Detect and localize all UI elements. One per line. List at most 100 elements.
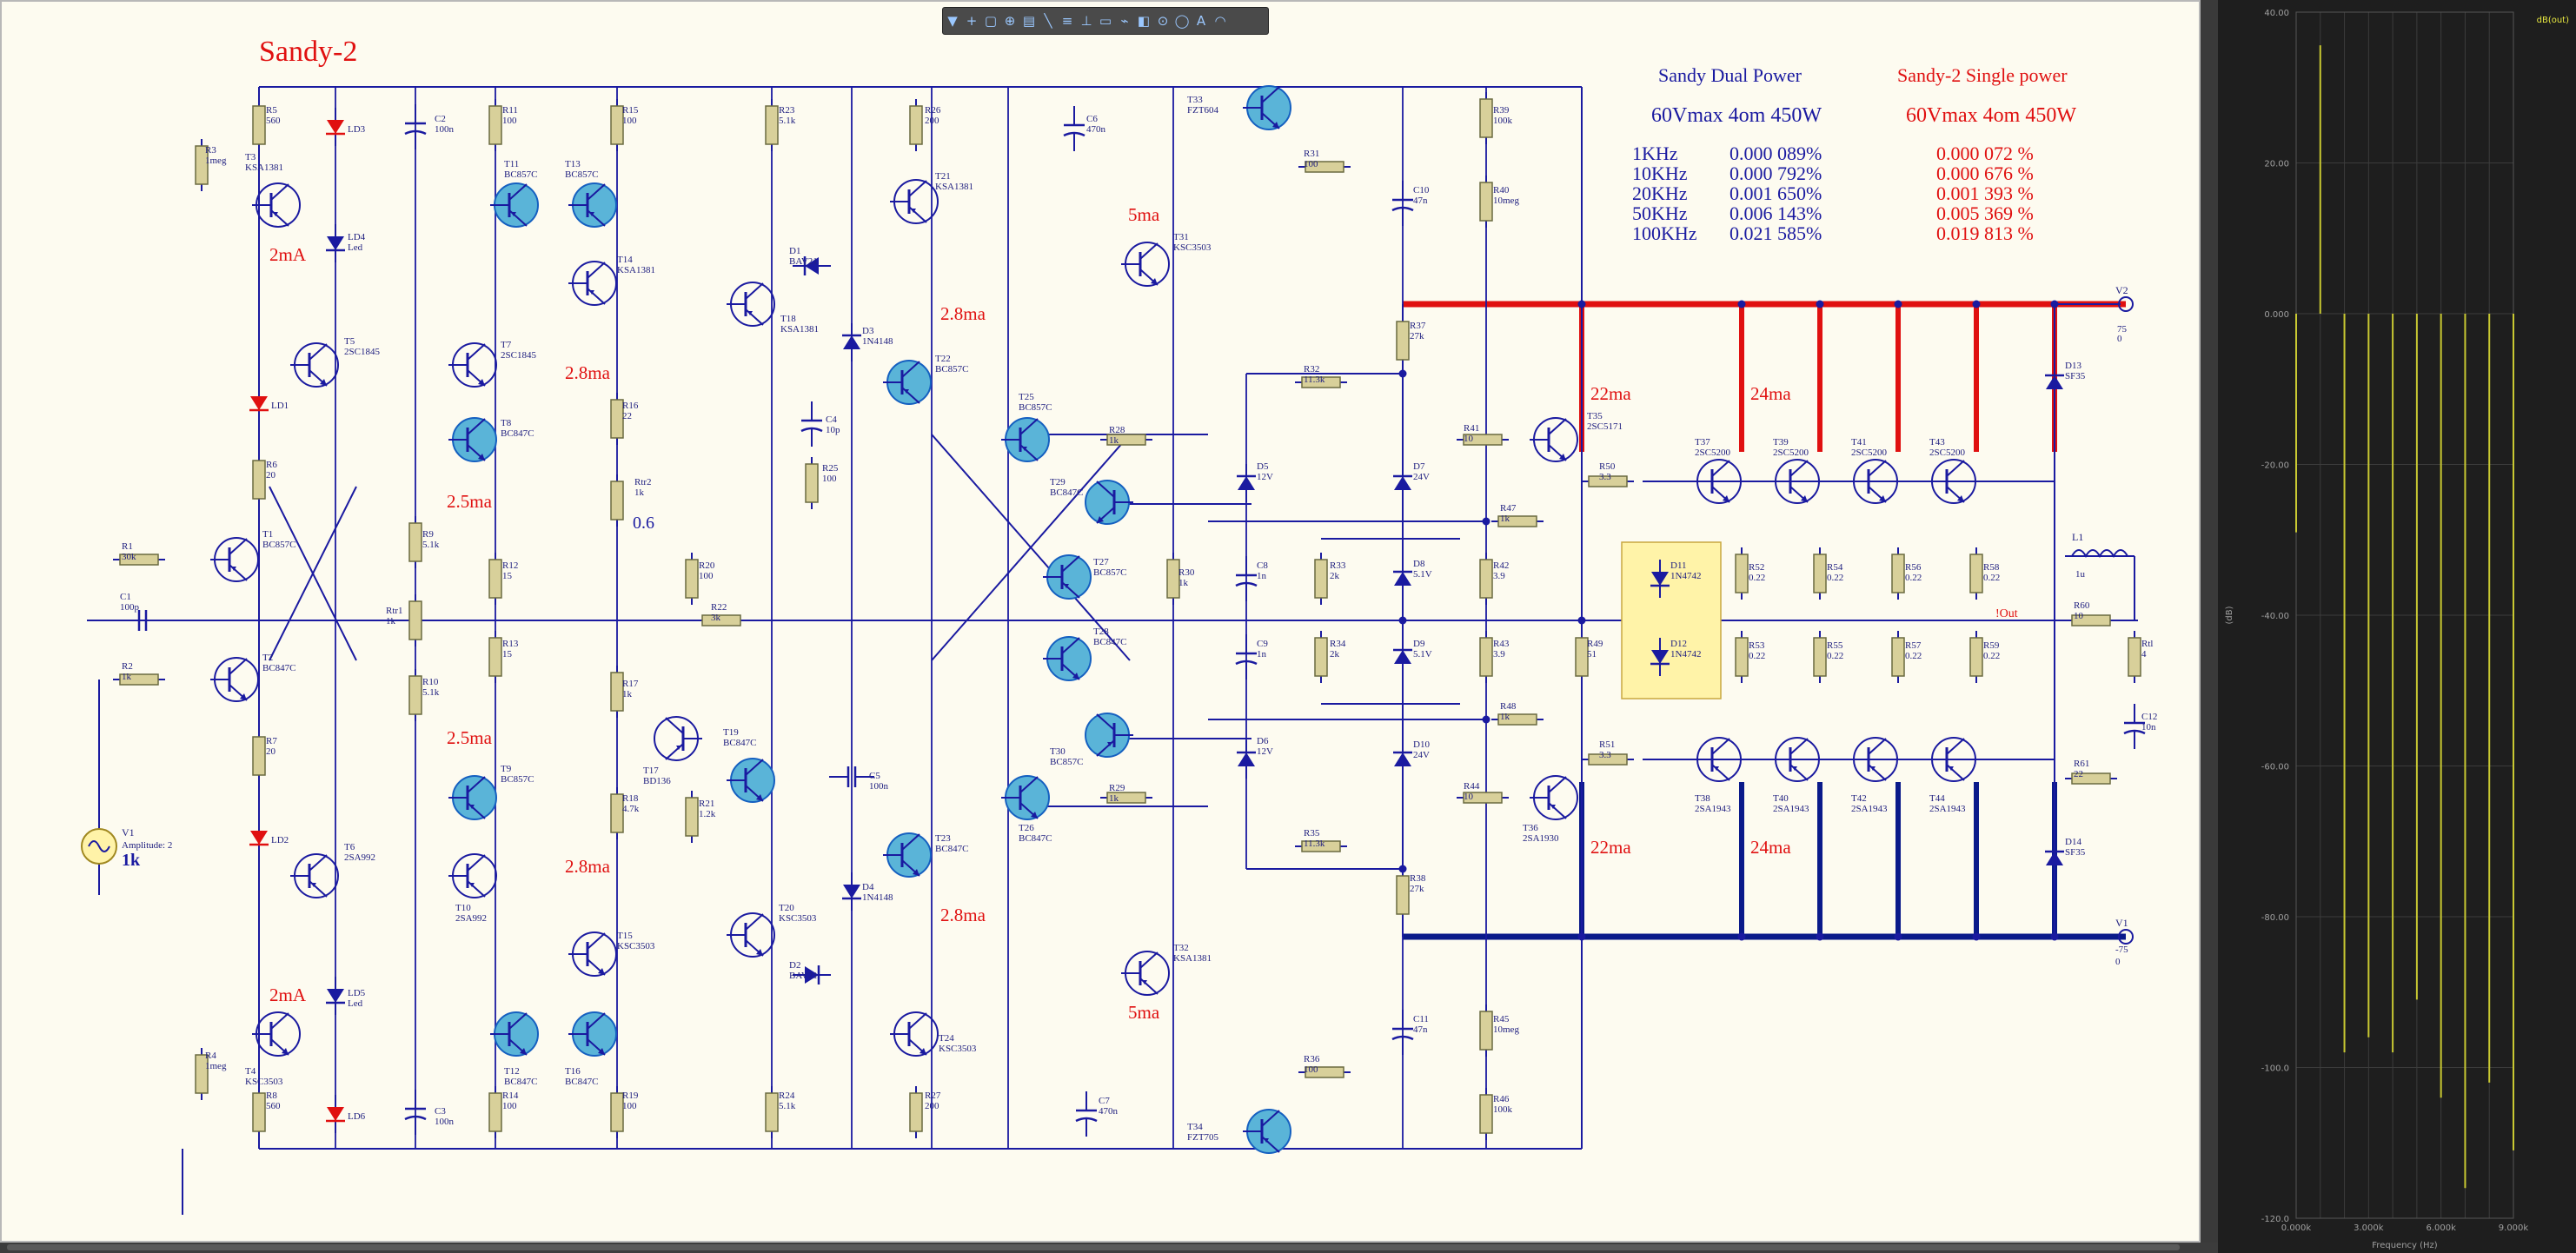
resistor[interactable] [408,516,422,568]
pnp-transistor[interactable] [1849,737,1898,782]
resistor[interactable] [1479,1088,1493,1140]
resistor[interactable] [909,1086,923,1138]
npn-transistor[interactable] [290,342,339,388]
npn-transistor[interactable] [727,912,775,958]
resistor[interactable] [1457,434,1509,446]
capacitor[interactable] [1391,1010,1414,1055]
diode[interactable] [2045,363,2064,401]
resistor[interactable] [488,1086,502,1138]
pnp-transistor[interactable] [1928,737,1976,782]
resistor[interactable] [1582,753,1634,766]
text-frame-icon[interactable]: ◧ [1137,13,1151,29]
vertical-scrollbar[interactable] [2201,0,2218,1253]
diode[interactable] [1650,638,1670,676]
pnp-transistor[interactable] [890,179,939,224]
resistor[interactable] [1295,840,1347,852]
resistor[interactable] [765,1086,779,1138]
select-rect-icon[interactable]: ▢ [984,13,998,29]
resistor[interactable] [1969,631,1983,683]
pnp-transistor[interactable] [1530,775,1578,820]
resistor[interactable] [1479,92,1493,144]
resistor[interactable] [1314,553,1328,605]
resistor[interactable] [195,1048,209,1100]
npn-transistor[interactable] [1693,459,1742,504]
resistor[interactable] [610,666,624,718]
resistor[interactable] [252,1086,266,1138]
npn-transistor[interactable] [1928,459,1976,504]
pnp-transistor[interactable] [448,853,497,898]
resistor[interactable] [252,454,266,506]
resistor[interactable] [610,393,624,445]
npn-transistor[interactable] [568,1011,617,1057]
npn-transistor[interactable] [890,1011,939,1057]
inductor[interactable] [2071,549,2128,559]
resistor[interactable] [195,139,209,191]
resistor[interactable] [1891,631,1905,683]
pnp-transistor[interactable] [727,282,775,327]
port-icon[interactable]: ⊙ [1157,13,1169,29]
diode[interactable] [1393,464,1412,502]
resistor[interactable] [1396,315,1410,367]
capacitor[interactable] [404,1090,427,1135]
resistor[interactable] [610,99,624,151]
resistor[interactable] [610,787,624,839]
pnp-transistor[interactable] [568,182,617,228]
components[interactable] [81,85,2146,1154]
npn-transistor[interactable] [1085,480,1133,525]
diode[interactable] [1650,560,1670,598]
resistor[interactable] [408,594,422,646]
pnp-transistor[interactable] [448,775,497,820]
capacitor[interactable] [800,401,823,447]
pnp-transistor[interactable] [568,261,617,306]
pnp-transistor[interactable] [1001,417,1050,462]
npn-transistor[interactable] [490,1011,539,1057]
resistor[interactable] [685,553,699,605]
led[interactable] [249,384,269,422]
resistor[interactable] [765,99,779,151]
diode[interactable] [1237,464,1256,502]
diode[interactable] [326,977,345,1015]
resistor[interactable] [909,99,923,151]
pnp-transistor[interactable] [1693,737,1742,782]
signal-source[interactable] [81,828,117,865]
npn-transistor[interactable] [448,342,497,388]
diode[interactable] [1393,560,1412,598]
diode[interactable] [842,872,861,911]
pnp-transistor[interactable] [1043,554,1092,600]
net-label-icon[interactable]: ⊥ [1080,13,1092,29]
npn-transistor[interactable] [1001,775,1050,820]
pnp-transistor[interactable] [252,182,301,228]
capacitor[interactable] [1391,181,1414,226]
capacitor[interactable] [1235,634,1258,680]
resistor[interactable] [1166,553,1180,605]
capacitor[interactable] [1075,1091,1098,1137]
pnp-transistor[interactable] [1085,713,1133,758]
resistor[interactable] [488,553,502,605]
diode[interactable] [326,224,345,262]
npn-transistor[interactable] [448,417,497,462]
npn-transistor[interactable] [883,832,932,878]
move-icon[interactable]: ⊕ [1004,13,1016,29]
npn-transistor[interactable] [1121,242,1170,287]
arc-icon[interactable]: ◠ [1214,13,1226,29]
pnp-transistor[interactable] [210,537,259,582]
schematic-canvas[interactable]: V2750V1-750!OutT352SC5171T362SA1930T372S… [0,0,2201,1243]
pnp-transistor[interactable] [1771,737,1820,782]
npn-transistor[interactable] [1243,85,1291,130]
power-port-icon[interactable]: ▭ [1099,13,1112,29]
resistor[interactable] [1479,631,1493,683]
resistor[interactable] [2128,631,2141,683]
resistor[interactable] [488,631,502,683]
resistor[interactable] [1314,631,1328,683]
npn-transistor[interactable] [1530,417,1578,462]
pnp-transistor[interactable] [1121,951,1170,996]
resistor[interactable] [1491,515,1544,527]
resistor[interactable] [610,474,624,527]
wire-icon[interactable]: ╲ [1044,13,1052,29]
bus-icon[interactable]: ≡ [1061,13,1073,29]
capacitor[interactable] [2123,704,2146,749]
resistor[interactable] [2065,772,2117,785]
resistor[interactable] [1735,631,1749,683]
resistor[interactable] [488,99,502,151]
filter-icon[interactable]: ▼ [947,13,958,29]
